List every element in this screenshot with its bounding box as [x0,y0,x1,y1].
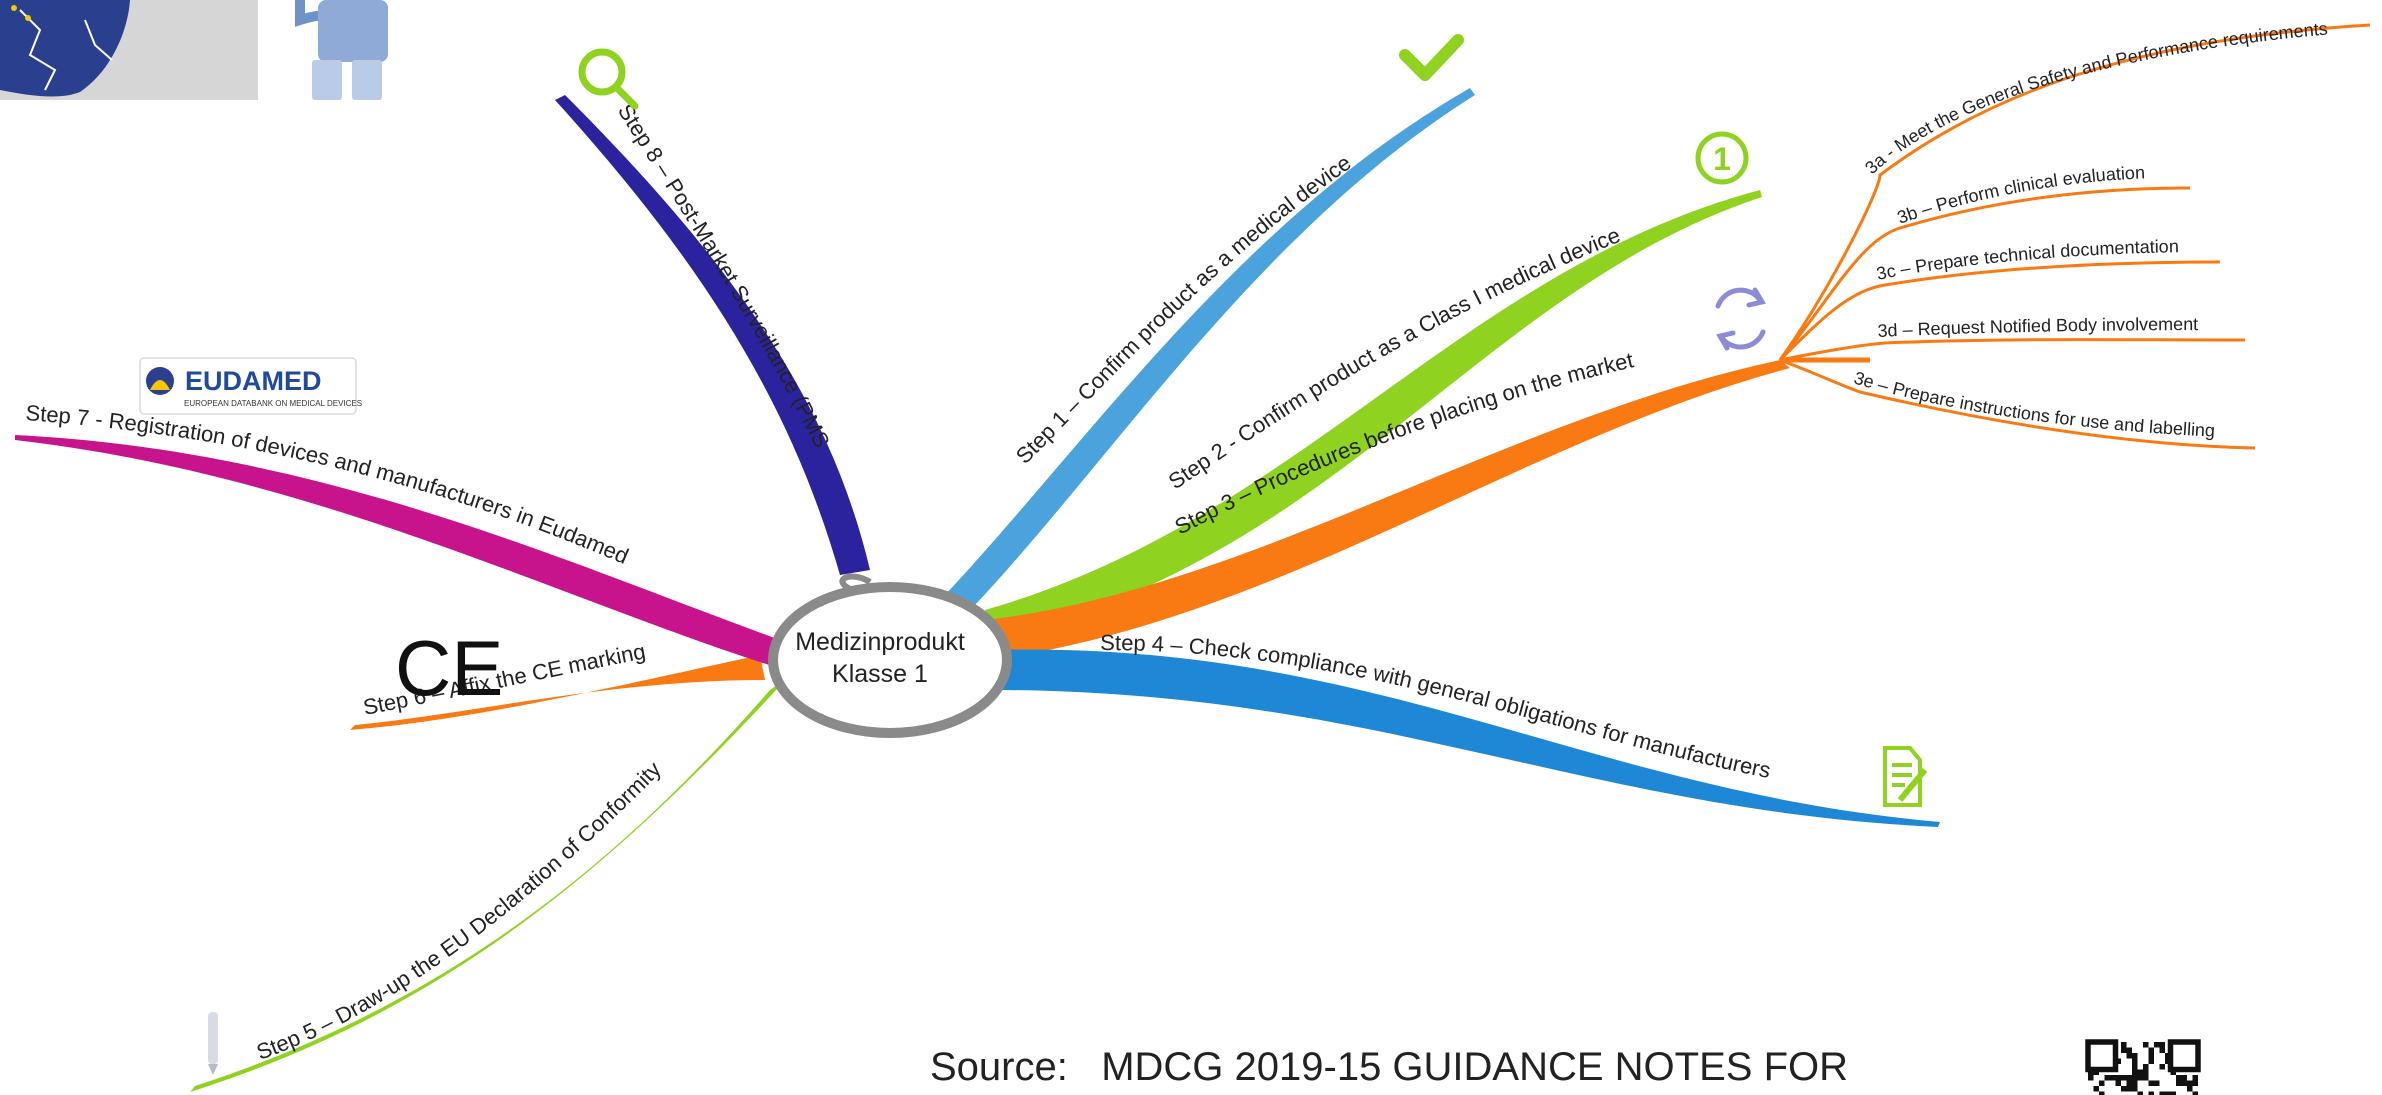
branch-step3 [985,357,1870,660]
step4-text: Step 4 – Check compliance with general o… [1100,630,1773,783]
europe-map-fragment [0,0,258,100]
magnifier-icon [578,48,639,110]
eudamed-title: EUDAMED [185,366,322,396]
step3e-text: 3e – Prepare instructions for use and la… [1852,368,2216,441]
center-title-line1: Medizinprodukt [795,628,965,656]
ce-mark-text: CE [395,624,503,712]
class-one-badge-text: 1 [1713,141,1731,177]
document-edit-icon [1883,746,1928,807]
refresh-icon [1715,287,1766,351]
branch-step2 [985,190,1762,640]
eudamed-subtitle: EUROPEAN DATABANK ON MEDICAL DEVICES [184,399,362,408]
step5-label[interactable]: Step 5 – Draw-up the EU Declaration of C… [253,757,666,1065]
step3a-text: 3a - Meet the General Safety and Perform… [1861,19,2328,178]
step1-label[interactable]: Step 1 – Confirm product as a medical de… [1011,150,1356,469]
step3d-text: 3d – Request Notified Body involvement [1877,314,2198,341]
branch-step6 [350,655,765,730]
center-node[interactable]: Medizinprodukt Klasse 1 [768,573,1012,738]
step4-label[interactable]: Step 4 – Check compliance with general o… [1100,630,1773,783]
pen-icon [208,1012,218,1075]
qr-code [2085,1039,2201,1095]
branch-step4 [990,649,1940,827]
center-title-line2: Klasse 1 [832,660,928,688]
step3a-label[interactable]: 3a - Meet the General Safety and Perform… [1861,19,2328,178]
person-figure [295,0,388,100]
step8-label[interactable]: Step 8 – Post-Market Surveillance (PMS [613,99,835,451]
eudamed-logo: EUDAMED EUROPEAN DATABANK ON MEDICAL DEV… [139,357,362,415]
branch-step1 [945,88,1475,605]
step5-text: Step 5 – Draw-up the EU Declaration of C… [253,757,666,1065]
step3d-label[interactable]: 3d – Request Notified Body involvement [1877,314,2198,341]
ce-mark-icon: CE [395,624,503,712]
step8-text: Step 8 – Post-Market Surveillance (PMS [613,99,835,451]
step1-text: Step 1 – Confirm product as a medical de… [1011,150,1356,469]
checkmark-icon [1399,34,1464,81]
step3e-label[interactable]: 3e – Prepare instructions for use and la… [1852,368,2216,441]
step3c-label[interactable]: 3c – Prepare technical documentation [1875,236,2179,284]
branch-step8 [555,95,870,575]
step3c-text: 3c – Prepare technical documentation [1875,236,2179,284]
class-one-badge-icon: 1 [1695,131,1749,185]
source-citation: Source: MDCG 2019-15 GUIDANCE NOTES FOR [930,1045,1849,1089]
branch-step5 [190,675,790,1092]
branch-step3-substeps [1778,23,2371,450]
